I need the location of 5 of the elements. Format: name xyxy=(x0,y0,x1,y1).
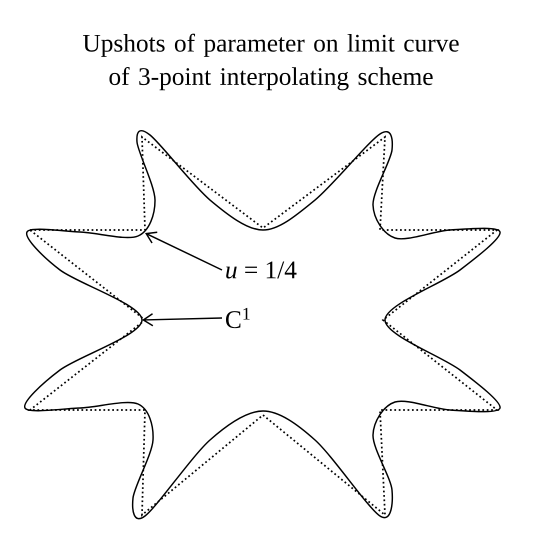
curve-label: u = 1/4 xyxy=(226,262,297,278)
leader-line xyxy=(142,313,222,326)
curve-label: C$^{1}$ xyxy=(226,308,250,328)
title: Upshots of parameter on limit curve of 3-point interpolating scheme xyxy=(82,34,459,90)
leader-line xyxy=(145,232,222,271)
